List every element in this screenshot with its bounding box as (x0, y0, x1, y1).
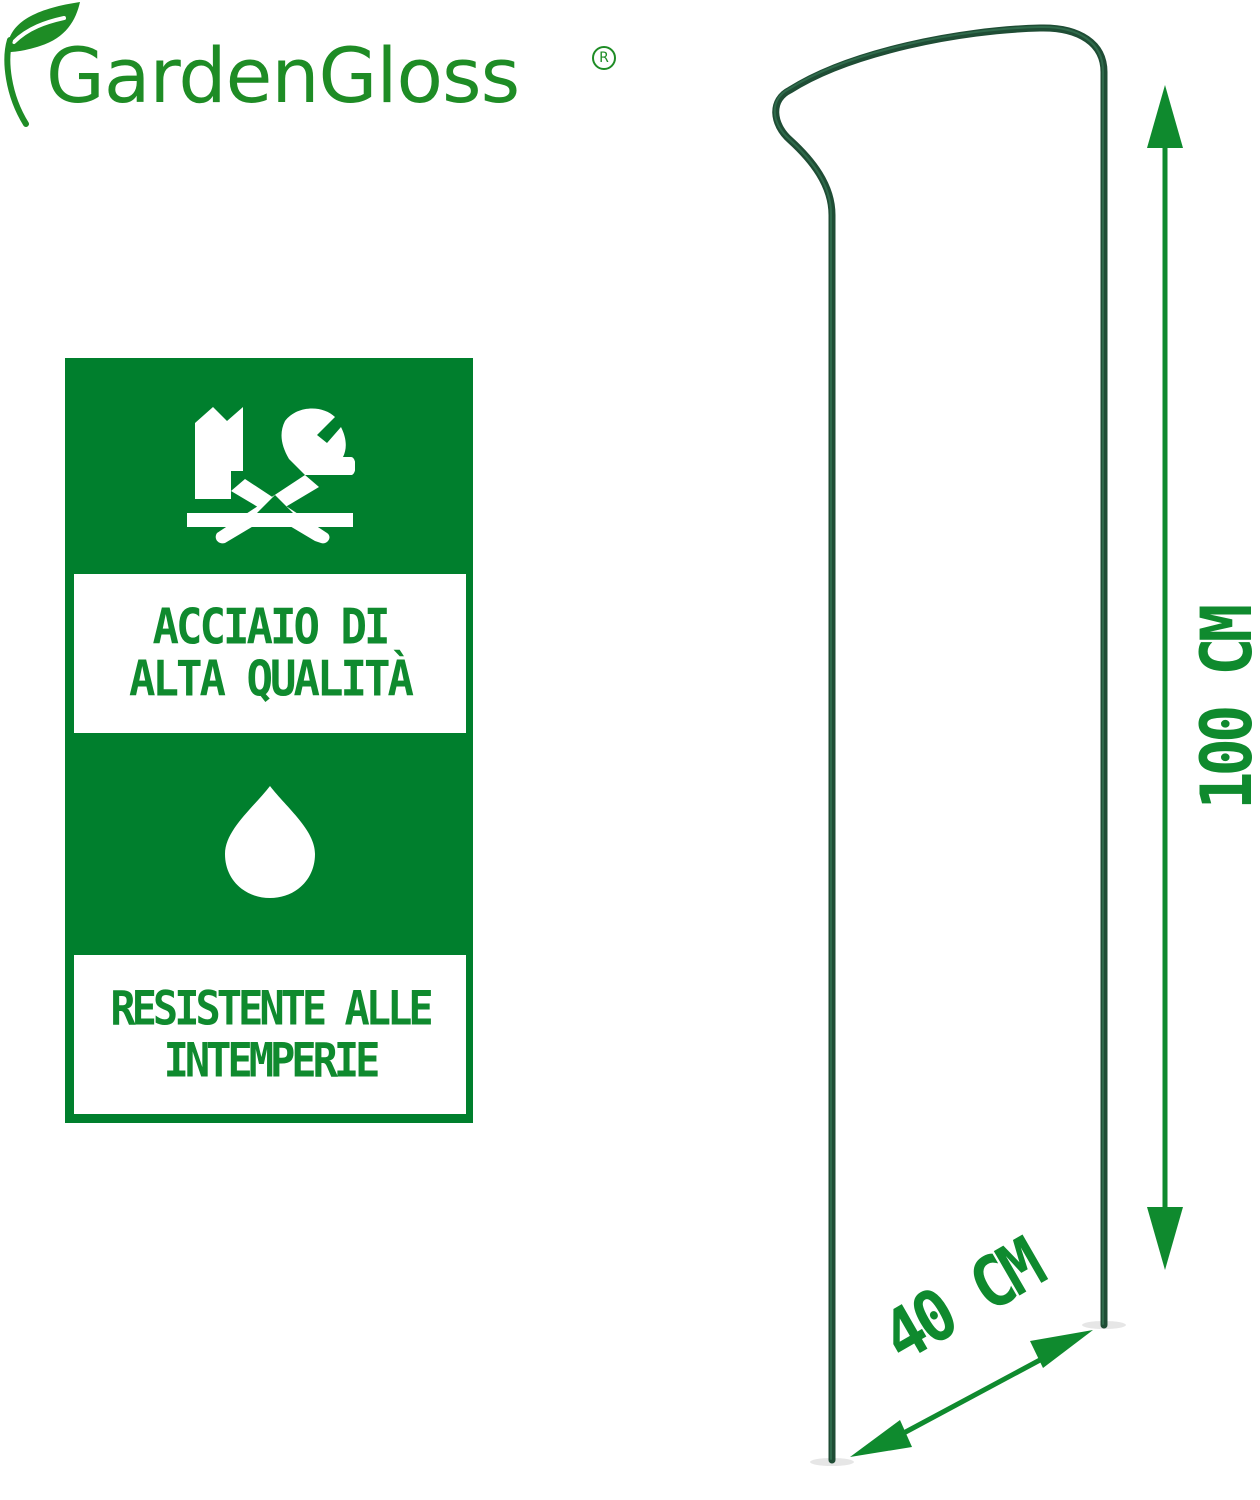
brand-logo: GardenGloss R (0, 0, 620, 130)
width-dimension-arrow (850, 1330, 1093, 1457)
feature-steel-line-2: ALTA QUALITÀ (129, 650, 414, 708)
leaf-icon (4, 2, 80, 127)
feature-box-weather: RESISTENTE ALLE INTEMPERIE (74, 955, 466, 1114)
tools-icon (187, 407, 355, 544)
feature-steel-line-1: ACCIAIO DI (152, 598, 391, 656)
feature-weather-line-2: INTEMPERIE (163, 1032, 381, 1088)
feature-weather-line-1: RESISTENTE ALLE (110, 980, 433, 1036)
feature-panel: ACCIAIO DI ALTA QUALITÀ RESISTENTE ALLE … (65, 358, 473, 1123)
height-label: 100 CM (1187, 608, 1260, 810)
registered-mark: R (592, 46, 616, 70)
feature-box-steel: ACCIAIO DI ALTA QUALITÀ (74, 574, 466, 733)
height-dimension-arrow (1147, 85, 1183, 1270)
water-drop-icon (225, 786, 315, 898)
brand-name: GardenGloss (46, 31, 520, 120)
